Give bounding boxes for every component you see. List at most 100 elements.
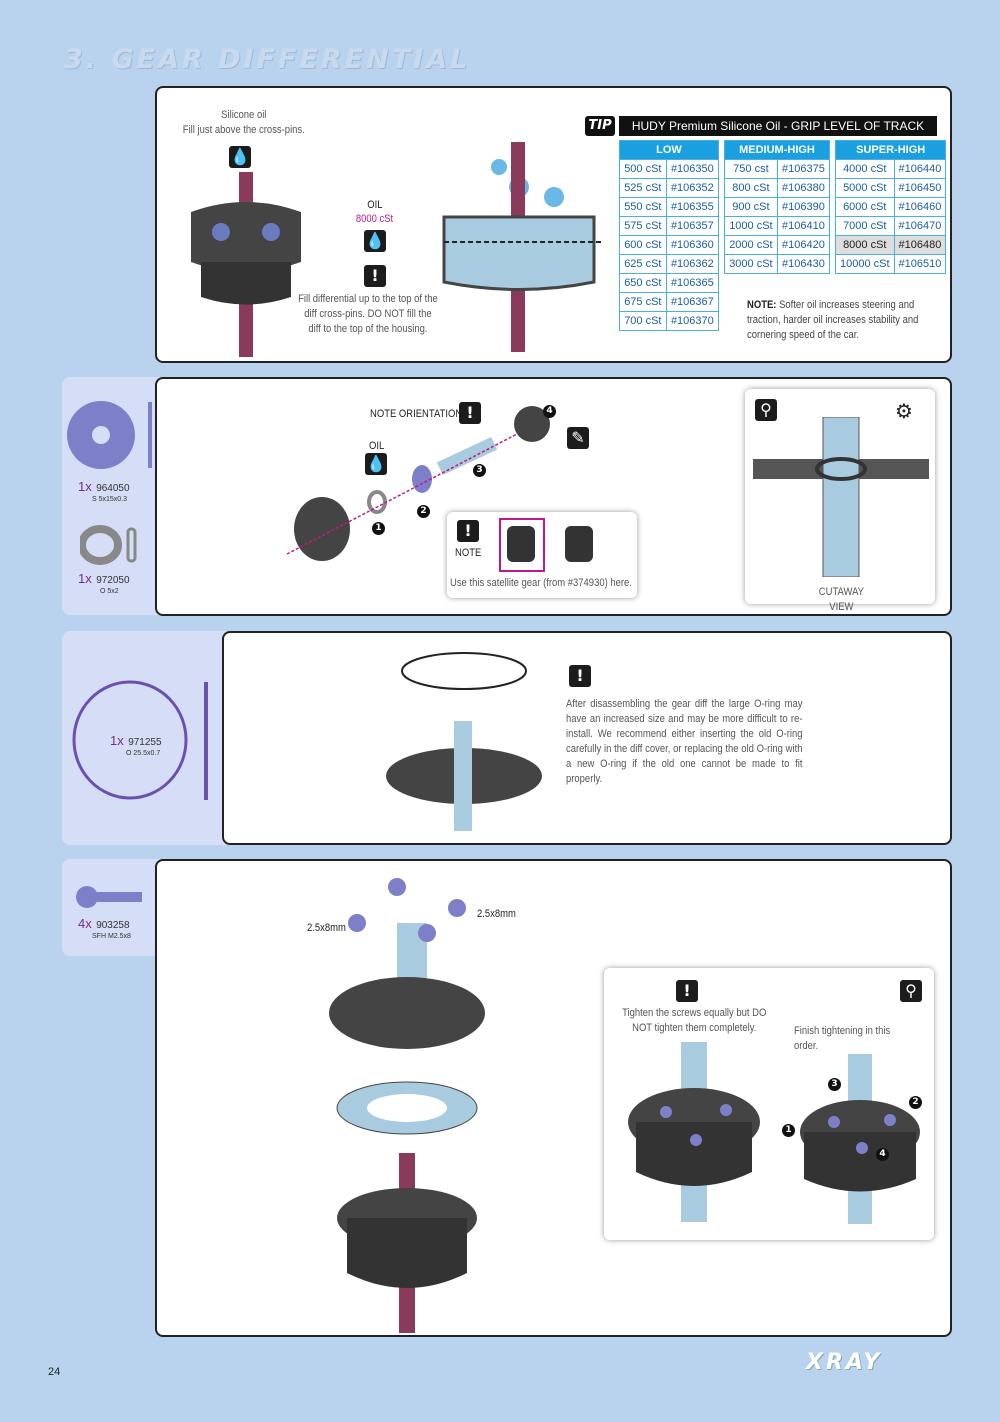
part-number-cell: #106360: [665, 235, 720, 255]
tighten-box: ! ⚲ Tighten the screws equally but DO NO…: [604, 968, 934, 1240]
oil-drop-icon: 💧: [364, 230, 386, 252]
note-label: NOTE:: [747, 299, 777, 311]
fill-note: Fill differential up to the top of the d…: [298, 293, 438, 335]
part-number-cell: #106380: [776, 178, 831, 198]
tighten-note: Tighten the screws equally but DO NOT ti…: [622, 1007, 767, 1034]
viscosity-cell: 625 cSt: [619, 254, 667, 274]
tighten-illustration-left: [628, 1042, 760, 1222]
oil-table-row: 3000 cSt#106430: [724, 254, 831, 274]
part-number-cell: #106440: [893, 159, 947, 179]
oil-table-row: 525 cSt#106352: [619, 178, 720, 198]
part-number-cell: #106410: [776, 216, 831, 236]
screw-label-right: 2.5x8mm: [477, 908, 516, 920]
part-number-cell: #106362: [665, 254, 720, 274]
part-number-cell: #106357: [665, 216, 720, 236]
oil-table-row: 900 cSt#106390: [724, 197, 831, 217]
oil-table-row: 625 cSt#106362: [619, 254, 720, 274]
viscosity-cell: 750 cst: [724, 159, 778, 179]
viscosity-cell: 1000 cSt: [724, 216, 778, 236]
viscosity-cell: 8000 cSt: [835, 235, 895, 255]
viscosity-cell: 900 cSt: [724, 197, 778, 217]
oil-table-row: 550 cSt#106355: [619, 197, 720, 217]
parts-sidebar: [62, 631, 232, 845]
warning-icon: !: [457, 520, 479, 542]
note-text: Softer oil increases steering and tracti…: [747, 299, 919, 341]
o-ring-panel: ! After disassembling the gear diff the …: [222, 631, 952, 845]
part-desc: O 25.5x0.7: [126, 750, 161, 757]
large-o-ring-icon: [72, 680, 208, 800]
wrench-icon: ✎: [567, 427, 589, 449]
step-number-3: 3: [473, 464, 486, 477]
oil-label: OIL: [367, 199, 383, 211]
oil-table-row: 700 cSt#106370: [619, 311, 720, 331]
viscosity-cell: 800 cSt: [724, 178, 778, 198]
part-qty: 4x: [78, 916, 92, 931]
part-number-cell: #106375: [776, 159, 831, 179]
viscosity-cell: 575 cSt: [619, 216, 667, 236]
part-number-cell: #106420: [776, 235, 831, 255]
order-number-3: 3: [828, 1078, 841, 1091]
oil-table-title: HUDY Premium Silicone Oil - GRIP LEVEL O…: [619, 116, 937, 136]
oil-table-row: 675 cSt#106367: [619, 292, 720, 312]
part-971255: 1x 971255 O 25.5x0.7: [110, 732, 162, 757]
part-number: 971255: [128, 737, 162, 748]
settings-icon: ⚙: [895, 399, 913, 423]
viscosity-cell: 6000 cSt: [835, 197, 895, 217]
part-qty: 1x: [110, 733, 124, 748]
part-number: 964050: [96, 483, 130, 494]
part-number-cell: #106430: [776, 254, 831, 274]
viscosity-cell: 10000 cSt: [835, 254, 895, 274]
viscosity-cell: 650 cSt: [619, 273, 667, 293]
part-qty: 1x: [78, 479, 92, 494]
oil-table-row: 10000 cSt#106510: [835, 254, 947, 274]
part-number-cell: #106480: [893, 235, 947, 255]
column-super-high: SUPER-HIGH: [834, 140, 947, 160]
viscosity-cell: 4000 cSt: [835, 159, 895, 179]
oil-table-row: 500 cSt#106350: [619, 159, 720, 179]
part-number-cell: #106365: [665, 273, 720, 293]
warning-icon: !: [459, 402, 481, 424]
part-qty: 1x: [78, 571, 92, 586]
viscosity-cell: 2000 cSt: [724, 235, 778, 255]
diff-housing-illustration: [191, 172, 301, 357]
part-desc: SFH M2.5x8: [92, 933, 131, 940]
diff-cover-assembly-illustration: [286, 406, 550, 561]
note-orientation-label: NOTE ORIENTATION: [370, 408, 463, 420]
part-number-cell: #106370: [665, 311, 720, 331]
viscosity-cell: 675 cSt: [619, 292, 667, 312]
oil-note: NOTE: Softer oil increases steering and …: [747, 298, 919, 343]
assembly-panel-2: NOTE ORIENTATION ! OIL 💧 1 2 3 4 ✎ ! NOT…: [155, 377, 952, 616]
oil-table-row: 600 cSt#106360: [619, 235, 720, 255]
part-number-cell: #106510: [893, 254, 947, 274]
order-number-2: 2: [909, 1096, 922, 1109]
oil-table-row: 7000 cSt#106470: [835, 216, 947, 236]
magnify-icon: ⚲: [900, 980, 922, 1002]
magnify-icon: ⚲: [755, 399, 777, 421]
oil-drop-icon: 💧: [365, 453, 387, 475]
brand-logo: XRAY: [806, 1350, 883, 1375]
satellite-note-box: ! NOTE Use this satellite gear (from #37…: [447, 512, 637, 598]
page-number: 24: [48, 1366, 61, 1378]
oil-value: 8000 cSt: [355, 213, 394, 225]
o-ring-icon: [80, 525, 137, 565]
silicone-oil-label: Silicone oil Fill just above the cross-p…: [182, 109, 305, 136]
viscosity-cell: 500 cSt: [619, 159, 667, 179]
part-number-cell: #106460: [893, 197, 947, 217]
step-number-4: 4: [543, 405, 556, 418]
screw-label-left: 2.5x8mm: [307, 922, 346, 934]
cutaway-box: ⚲ ⚙ CUTAWAY VIEW: [745, 389, 935, 613]
satellite-gear-highlight: [499, 518, 545, 572]
part-number-cell: #106350: [665, 159, 720, 179]
viscosity-cell: 5000 cSt: [835, 178, 895, 198]
warning-icon: !: [676, 980, 698, 1002]
column-medium-high: MEDIUM-HIGH: [724, 140, 830, 160]
gear-icon: [565, 526, 593, 562]
oil-table-row: 8000 cSt#106480: [835, 235, 947, 255]
oil-table-row: 1000 cSt#106410: [724, 216, 831, 236]
oil-table-row: 2000 cSt#106420: [724, 235, 831, 255]
viscosity-cell: 700 cSt: [619, 311, 667, 331]
oil-fill-panel: Silicone oil Fill just above the cross-p…: [155, 86, 952, 363]
column-low: LOW: [619, 140, 719, 160]
